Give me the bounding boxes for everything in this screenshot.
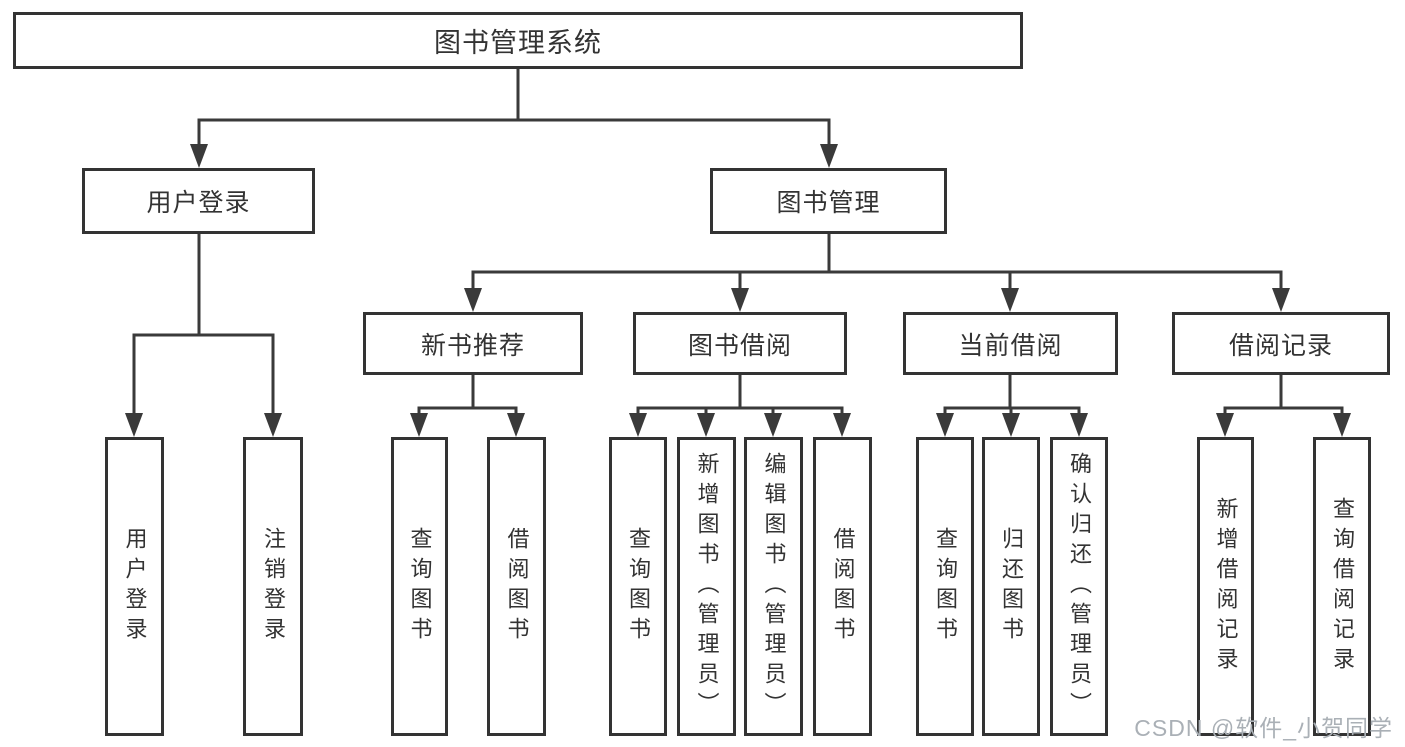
csdn-watermark: CSDN @软件_小贺同学	[1134, 715, 1393, 741]
connector-new-book-children	[417, 375, 518, 415]
leaf-logout: 注销登录	[243, 437, 303, 736]
leaf-query-borrow-record: 查询借阅记录	[1313, 437, 1371, 736]
node-root-system: 图书管理系统	[13, 12, 1023, 69]
node-new-book-recommend-label: 新书推荐	[420, 331, 525, 360]
node-book-borrowing-label: 图书借阅	[687, 331, 792, 360]
node-book-borrowing: 图书借阅	[633, 312, 847, 375]
node-new-book-recommend: 新书推荐	[363, 312, 583, 375]
leaf-borrow-books-borrowing-label: 借阅图书	[830, 526, 856, 647]
leaf-borrow-books-recommend-label: 借阅图书	[504, 526, 530, 647]
leaf-edit-books-admin-label: 编辑图书（管理员）	[761, 451, 787, 722]
leaf-query-borrow-record-label: 查询借阅记录	[1330, 496, 1355, 677]
connector-root-to-level2	[197, 69, 831, 146]
connector-user-login-children	[132, 234, 275, 415]
leaf-query-books-recommend: 查询图书	[391, 437, 448, 736]
leaf-query-books-borrowing-label: 查询图书	[626, 526, 651, 647]
connector-records-children	[1223, 375, 1344, 415]
leaf-confirm-return-admin-label: 确认归还（管理员）	[1067, 451, 1092, 722]
node-user-login: 用户登录	[82, 168, 315, 234]
leaf-add-books-admin: 新增图书（管理员）	[677, 437, 736, 736]
node-user-login-label: 用户登录	[146, 189, 251, 217]
leaf-logout-label: 注销登录	[261, 526, 286, 647]
leaf-return-books: 归还图书	[982, 437, 1040, 736]
leaf-borrow-books-recommend: 借阅图书	[487, 437, 546, 736]
leaf-query-books-current-label: 查询图书	[933, 526, 958, 647]
node-borrowing-records-label: 借阅记录	[1228, 331, 1333, 360]
connector-borrowing-children	[636, 375, 844, 415]
node-book-management: 图书管理	[710, 168, 947, 234]
leaf-add-borrow-record: 新增借阅记录	[1197, 437, 1254, 736]
leaf-add-borrow-record-label: 新增借阅记录	[1213, 496, 1239, 677]
leaf-add-books-admin-label: 新增图书（管理员）	[694, 451, 720, 722]
connector-book-mgmt-children	[471, 234, 1283, 290]
node-borrowing-records: 借阅记录	[1172, 312, 1390, 375]
leaf-return-books-label: 归还图书	[999, 526, 1024, 647]
node-current-borrowing: 当前借阅	[903, 312, 1118, 375]
connector-current-children	[943, 375, 1081, 415]
leaf-query-books-borrowing: 查询图书	[609, 437, 667, 736]
leaf-confirm-return-admin: 确认归还（管理员）	[1050, 437, 1108, 736]
leaf-edit-books-admin: 编辑图书（管理员）	[744, 437, 803, 736]
leaf-query-books-recommend-label: 查询图书	[407, 526, 433, 647]
leaf-user-login-label: 用户登录	[122, 526, 148, 647]
node-current-borrowing-label: 当前借阅	[958, 331, 1063, 360]
leaf-borrow-books-borrowing: 借阅图书	[813, 437, 872, 736]
leaf-query-books-current: 查询图书	[916, 437, 974, 736]
node-root-label: 图书管理系统	[434, 28, 602, 58]
leaf-user-login: 用户登录	[105, 437, 164, 736]
node-book-management-label: 图书管理	[776, 189, 881, 217]
